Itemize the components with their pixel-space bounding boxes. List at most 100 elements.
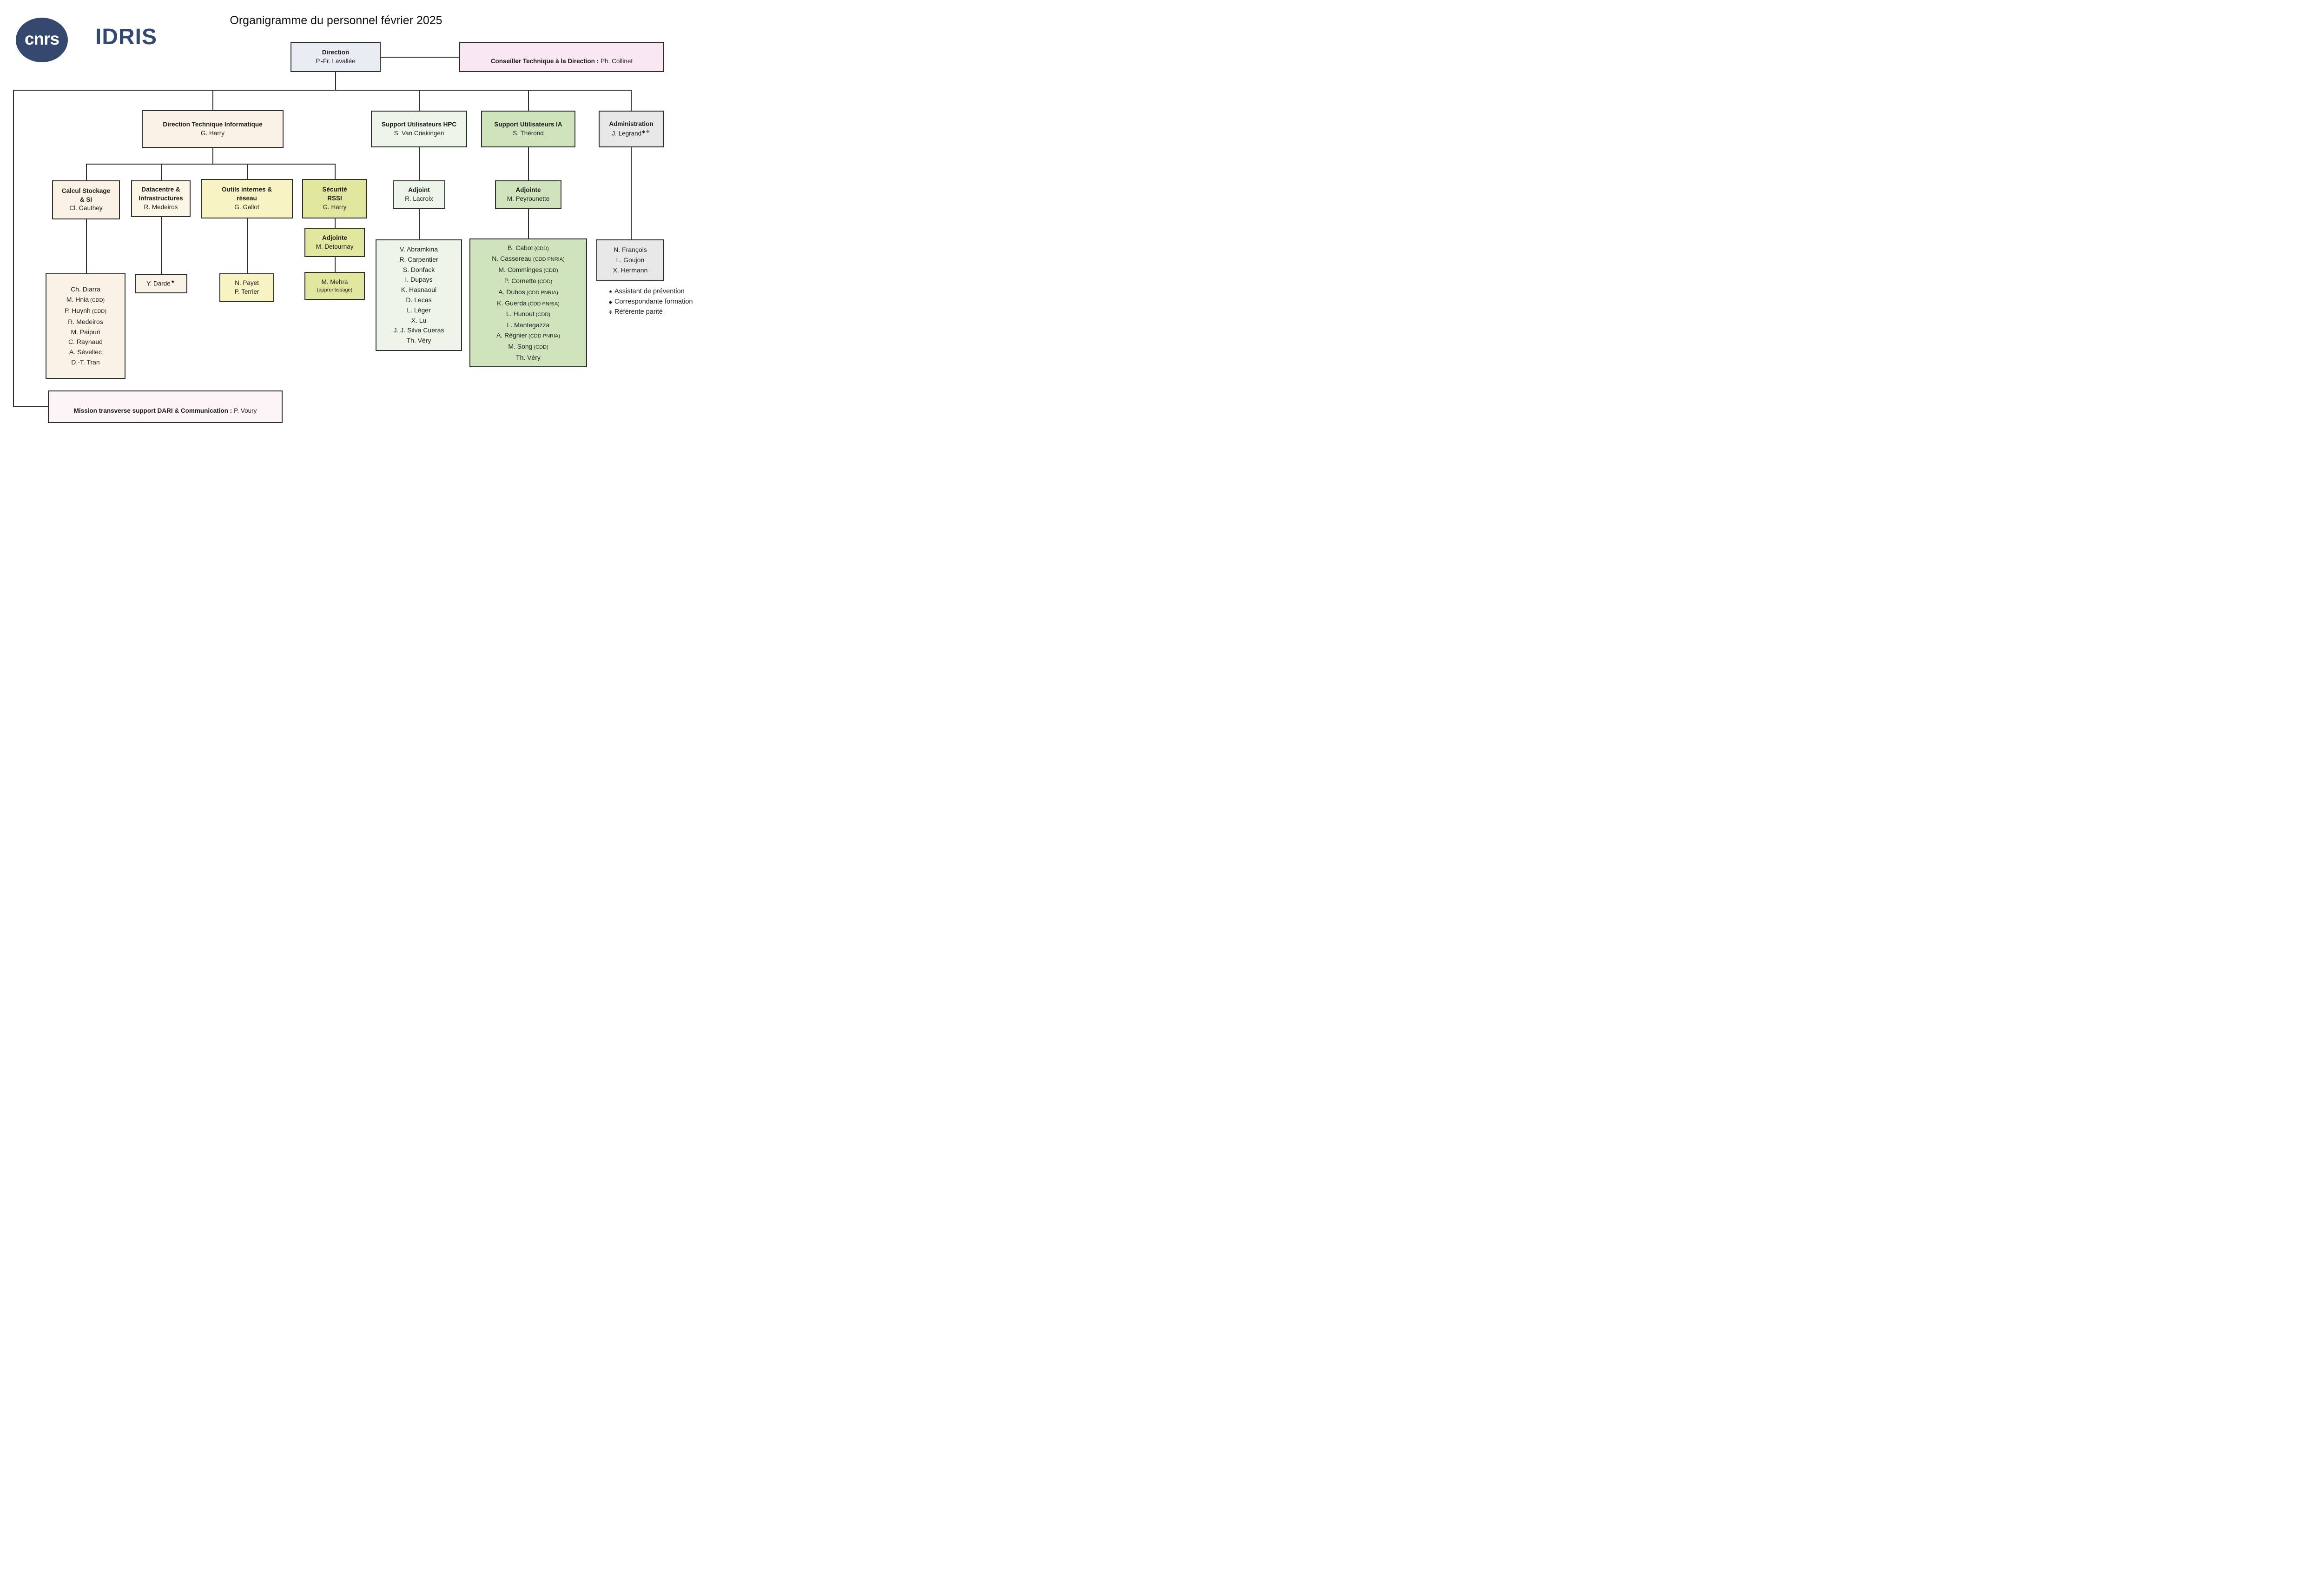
adjointe-rssi-box: Adjointe M. Detournay (304, 228, 365, 257)
connector (86, 164, 335, 165)
connector (13, 406, 48, 407)
staff-row: V. Abramkina (400, 245, 438, 253)
adjointe-rssi-name: M. Detournay (316, 243, 354, 250)
securite-title: Sécurité RSSI (322, 186, 347, 202)
connector (381, 57, 459, 58)
admin-role-symbols: ◆✣ (642, 129, 651, 134)
connector (161, 217, 162, 274)
staff-row: J. J. Silva Cueras (393, 326, 444, 334)
mission-name: P. Voury (234, 407, 257, 414)
staff-row: P. Cornette (CDD) (504, 277, 553, 284)
direction-name: P.-Fr. Lavallée (316, 57, 356, 65)
connector (335, 218, 336, 228)
direction-title: Direction (322, 48, 350, 56)
staff-row: D.-T. Tran (71, 358, 100, 366)
staff-row: N. François (614, 246, 647, 254)
legend-label: Assistant de prévention (614, 288, 685, 295)
page-title: Organigramme du personnel février 2025 (230, 14, 442, 27)
diamond-icon: ◆ (608, 300, 613, 305)
legend-item-formation: ◆ Correspondante formation (607, 297, 693, 307)
ia-staff-list: B. Cabot (CDD) N. Cassereau (CDD PNRIA) M.… (492, 243, 564, 363)
mission-box: Mission transverse support DARI & Commun… (48, 390, 283, 423)
connector (528, 90, 529, 111)
connector (335, 257, 336, 272)
staff-row: Th. Véry (406, 337, 431, 344)
org-name: IDRIS (95, 25, 158, 49)
adjointe-ia-name: M. Peyrounette (507, 195, 550, 202)
mehra-box: M. Mehra (apprentissage) (304, 272, 365, 300)
adjointe-rssi-title: Adjointe (322, 234, 347, 241)
hpc-name: S. Van Criekingen (394, 129, 444, 137)
conseiller-name: Ph. Collinet (601, 57, 633, 65)
connector (335, 72, 336, 90)
admin-title: Administration (609, 120, 654, 127)
ia-staff-box: B. Cabot (CDD) N. Cassereau (CDD PNRIA) M.… (469, 238, 587, 367)
connector (212, 148, 213, 164)
staff-row: M. Song (CDD) (508, 342, 548, 350)
payet-terrier-box: N. Payet P. Terrier (219, 273, 274, 302)
staff-row: L. Léger (407, 306, 431, 314)
legend-label: Référente parité (614, 308, 663, 316)
ia-name: S. Thérond (513, 129, 544, 137)
legend-item-prevention: ★ Assistant de prévention (607, 287, 693, 297)
star-icon: ★ (608, 290, 613, 295)
staff-row: P. Huynh (CDD) (65, 306, 106, 314)
staff-row: C. Raynaud (68, 338, 103, 346)
hpc-title: Support Utilisateurs HPC (381, 120, 457, 128)
mission-text: Mission transverse support DARI & Commun… (74, 398, 257, 416)
connector (631, 90, 632, 111)
connector (528, 209, 529, 238)
conseiller-text: Conseiller Technique à la Direction :Ph.… (491, 48, 633, 66)
staff-row: M. Hnia (CDD) (66, 296, 105, 304)
mehra-name: M. Mehra (321, 278, 348, 285)
connector (212, 90, 213, 110)
hpc-box: Support Utilisateurs HPC S. Van Crieking… (371, 111, 467, 147)
staff-row: Th. Véry (516, 353, 541, 361)
legend: ★ Assistant de prévention ◆ Correspondan… (607, 287, 693, 317)
cnrs-logo: cnrs (16, 18, 68, 62)
staff-row: L. Hunout (CDD) (506, 310, 550, 318)
staff-row: A. Régnier (CDD PNRIA) (496, 331, 561, 339)
darde-name: Y. Darde★ (146, 279, 176, 287)
direction-box: Direction P.-Fr. Lavallée (290, 42, 381, 72)
legend-item-parite: ✣ Référente parité (607, 307, 693, 317)
mission-label: Mission transverse support DARI & Commun… (73, 407, 232, 414)
dti-title: Direction Technique Informatique (163, 120, 263, 128)
staff-row: N. Cassereau (CDD PNRIA) (492, 255, 565, 263)
mehra-note: (apprentissage) (317, 287, 353, 293)
connector (161, 164, 162, 180)
datacentre-title: Datacentre & Infrastructures (139, 186, 183, 202)
conseiller-box: Conseiller Technique à la Direction :Ph.… (459, 42, 664, 72)
connector (13, 90, 14, 407)
adjoint-hpc-title: Adjoint (408, 186, 430, 194)
connector (419, 209, 420, 239)
staff-row: R. Medeiros (68, 317, 103, 325)
ia-box: Support Utilisateurs IA S. Thérond (481, 111, 575, 147)
outils-box: Outils internes & réseau G. Gallot (201, 179, 293, 218)
securite-name: G. Harry (323, 203, 347, 211)
quatrefoil-icon: ✣ (608, 310, 613, 315)
staff-row: K. Hasnaoui (401, 286, 437, 294)
admin-box: Administration J. Legrand◆✣ (599, 111, 664, 147)
admin-name: J. Legrand◆✣ (612, 129, 651, 137)
connector (631, 147, 632, 239)
staff-row: X. Hermann (613, 266, 648, 274)
staff-row: I. Dupays (405, 276, 433, 284)
ia-title: Support Utilisateurs IA (494, 120, 562, 128)
connector (419, 90, 420, 111)
adjointe-ia-box: Adjointe M. Peyrounette (495, 180, 561, 209)
securite-box: Sécurité RSSI G. Harry (302, 179, 367, 218)
connector (335, 164, 336, 179)
adjoint-hpc-box: Adjoint R. Lacroix (393, 180, 445, 209)
cnrs-logo-text: cnrs (24, 29, 59, 48)
staff-row: A. Dubos (CDD PNRIA) (498, 288, 558, 296)
staff-row: B. Cabot (CDD) (508, 244, 549, 251)
datacentre-name: R. Medeiros (144, 203, 178, 211)
connector (247, 218, 248, 273)
connector (13, 90, 631, 91)
